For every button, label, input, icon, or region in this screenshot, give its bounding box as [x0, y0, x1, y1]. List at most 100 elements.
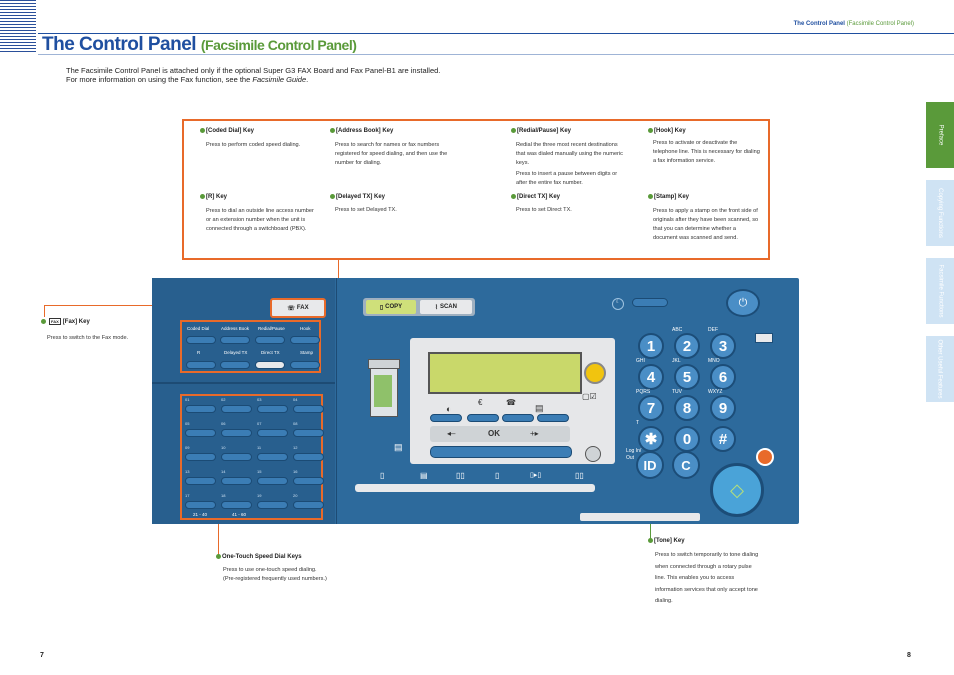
one-touch-key[interactable] [185, 501, 216, 509]
direct-tx-callout-desc: Press to set Direct TX. [516, 207, 572, 213]
tab-preface[interactable]: Preface [926, 102, 954, 168]
start-button[interactable]: ◇ [710, 463, 764, 517]
tab-facsimile[interactable]: Facsimile Functions [926, 258, 954, 324]
stamp-button[interactable] [290, 361, 320, 369]
one-touch-number: 15 [257, 469, 262, 474]
minus-icon[interactable]: ◂– [447, 429, 456, 438]
id-button[interactable]: ID [636, 451, 664, 479]
tab-other[interactable]: Other Useful Features [926, 336, 954, 402]
redial-pause-callout-desc1: Redial the three most recent destination… [516, 142, 623, 166]
panel-left-separator [152, 382, 335, 384]
keypad-key-7[interactable]: 8 [674, 395, 700, 421]
reset-button[interactable] [467, 414, 499, 422]
one-touch-key[interactable] [257, 405, 288, 413]
keypad-letters: T [636, 420, 640, 426]
hook-label: Hook [300, 326, 311, 331]
keypad-letters: TUV [672, 389, 682, 395]
one-touch-key[interactable] [293, 429, 324, 437]
one-touch-key[interactable] [185, 405, 216, 413]
direct-tx-callout-label: [Direct TX] Key [511, 194, 560, 200]
phone-icon: ☎ [506, 398, 516, 407]
one-touch-key[interactable] [185, 477, 216, 485]
scan-button[interactable]: ⌇SCAN [420, 300, 472, 314]
start-icon: ◇ [730, 479, 744, 500]
one-touch-number: 08 [293, 421, 298, 426]
one-touch-callout-desc: Press to use one-touch speed dialing. (P… [223, 567, 327, 582]
energy-saver-button[interactable] [632, 298, 668, 307]
keypad-letters: PQRS [636, 389, 651, 395]
status-indicator [755, 333, 773, 343]
page-subtitle: (Facsimile Control Panel) [200, 37, 357, 53]
doc-icon: ▯ [380, 471, 385, 480]
one-touch-key[interactable] [257, 477, 288, 485]
settings-dial-button[interactable] [584, 362, 606, 384]
one-touch-key[interactable] [221, 477, 252, 485]
keypad-key-6[interactable]: 7 [638, 395, 664, 421]
redial-pause-label: Redial/Pause [258, 326, 285, 331]
header-rule-bottom [38, 54, 954, 55]
coded-dial-callout-label: [Coded Dial] Key [200, 128, 254, 134]
keypad-key-8[interactable]: 9 [710, 395, 736, 421]
panel-divider [336, 278, 337, 524]
clear-button[interactable]: C [672, 451, 700, 479]
one-touch-key[interactable] [221, 501, 252, 509]
one-touch-key[interactable] [221, 405, 252, 413]
keypad-key-2[interactable]: 3 [710, 333, 736, 359]
copy-button[interactable]: ▯COPY [366, 300, 416, 314]
one-touch-key[interactable] [293, 477, 324, 485]
keypad-key-0[interactable]: 1 [638, 333, 664, 359]
one-touch-key[interactable] [293, 405, 324, 413]
plus-icon[interactable]: +▸ [530, 429, 539, 438]
ok-button[interactable]: OK [488, 429, 500, 438]
stop-line-button[interactable] [502, 414, 534, 422]
keypad-letters: GHI [636, 358, 645, 364]
nav-button-bar[interactable] [430, 446, 572, 458]
address-book-button[interactable] [220, 336, 250, 344]
address-book-callout-label: [Address Book] Key [330, 128, 393, 134]
fax-button[interactable]: ☏FAX [270, 298, 326, 318]
tab-copying[interactable]: Copying Functions [926, 180, 954, 246]
one-touch-number: 16 [293, 469, 298, 474]
one-touch-key[interactable] [257, 453, 288, 461]
one-touch-key[interactable] [293, 501, 324, 509]
stop-button[interactable] [756, 448, 774, 466]
one-touch-key[interactable] [221, 453, 252, 461]
keypad-letters: WXYZ [708, 389, 723, 395]
additional-functions-button[interactable] [537, 414, 569, 422]
keypad-key-3[interactable]: 4 [638, 364, 664, 390]
keypad-key-1[interactable]: 2 [674, 333, 700, 359]
one-touch-key[interactable] [221, 429, 252, 437]
one-touch-number: 06 [221, 421, 226, 426]
function-key-bar [355, 484, 595, 492]
keypad-key-11[interactable]: # [710, 426, 736, 452]
one-touch-key[interactable] [257, 501, 288, 509]
coded-dial-button[interactable] [186, 336, 216, 344]
header-rule-top [38, 33, 954, 34]
one-touch-number: 10 [221, 445, 226, 450]
contrast-button[interactable] [430, 414, 462, 422]
r-button[interactable] [186, 361, 216, 369]
book-icon: ▯▯ [456, 471, 465, 480]
one-touch-key[interactable] [257, 429, 288, 437]
keypad-key-9[interactable]: ✱ [638, 426, 664, 452]
hook-button[interactable] [290, 336, 320, 344]
power-button[interactable]: ⏻ [726, 289, 760, 317]
additional-functions-icon: ▤ [535, 403, 544, 413]
fax-connector-v [44, 305, 45, 317]
counter-check-button[interactable] [585, 446, 601, 462]
one-touch-key[interactable] [293, 453, 324, 461]
one-touch-key[interactable] [185, 453, 216, 461]
redial-pause-button[interactable] [255, 336, 285, 344]
keypad-key-4[interactable]: 5 [674, 364, 700, 390]
one-touch-connector [218, 519, 219, 555]
delayed-tx-button[interactable] [220, 361, 250, 369]
direct-tx-button[interactable] [255, 361, 285, 369]
keypad-key-5[interactable]: 6 [710, 364, 736, 390]
page-number-left: 7 [40, 652, 44, 659]
one-touch-number: 03 [257, 397, 262, 402]
keypad-key-10[interactable]: 0 [674, 426, 700, 452]
collate-icon: ▯▯ [575, 471, 584, 480]
header-stripes [0, 0, 36, 52]
one-touch-key[interactable] [185, 429, 216, 437]
